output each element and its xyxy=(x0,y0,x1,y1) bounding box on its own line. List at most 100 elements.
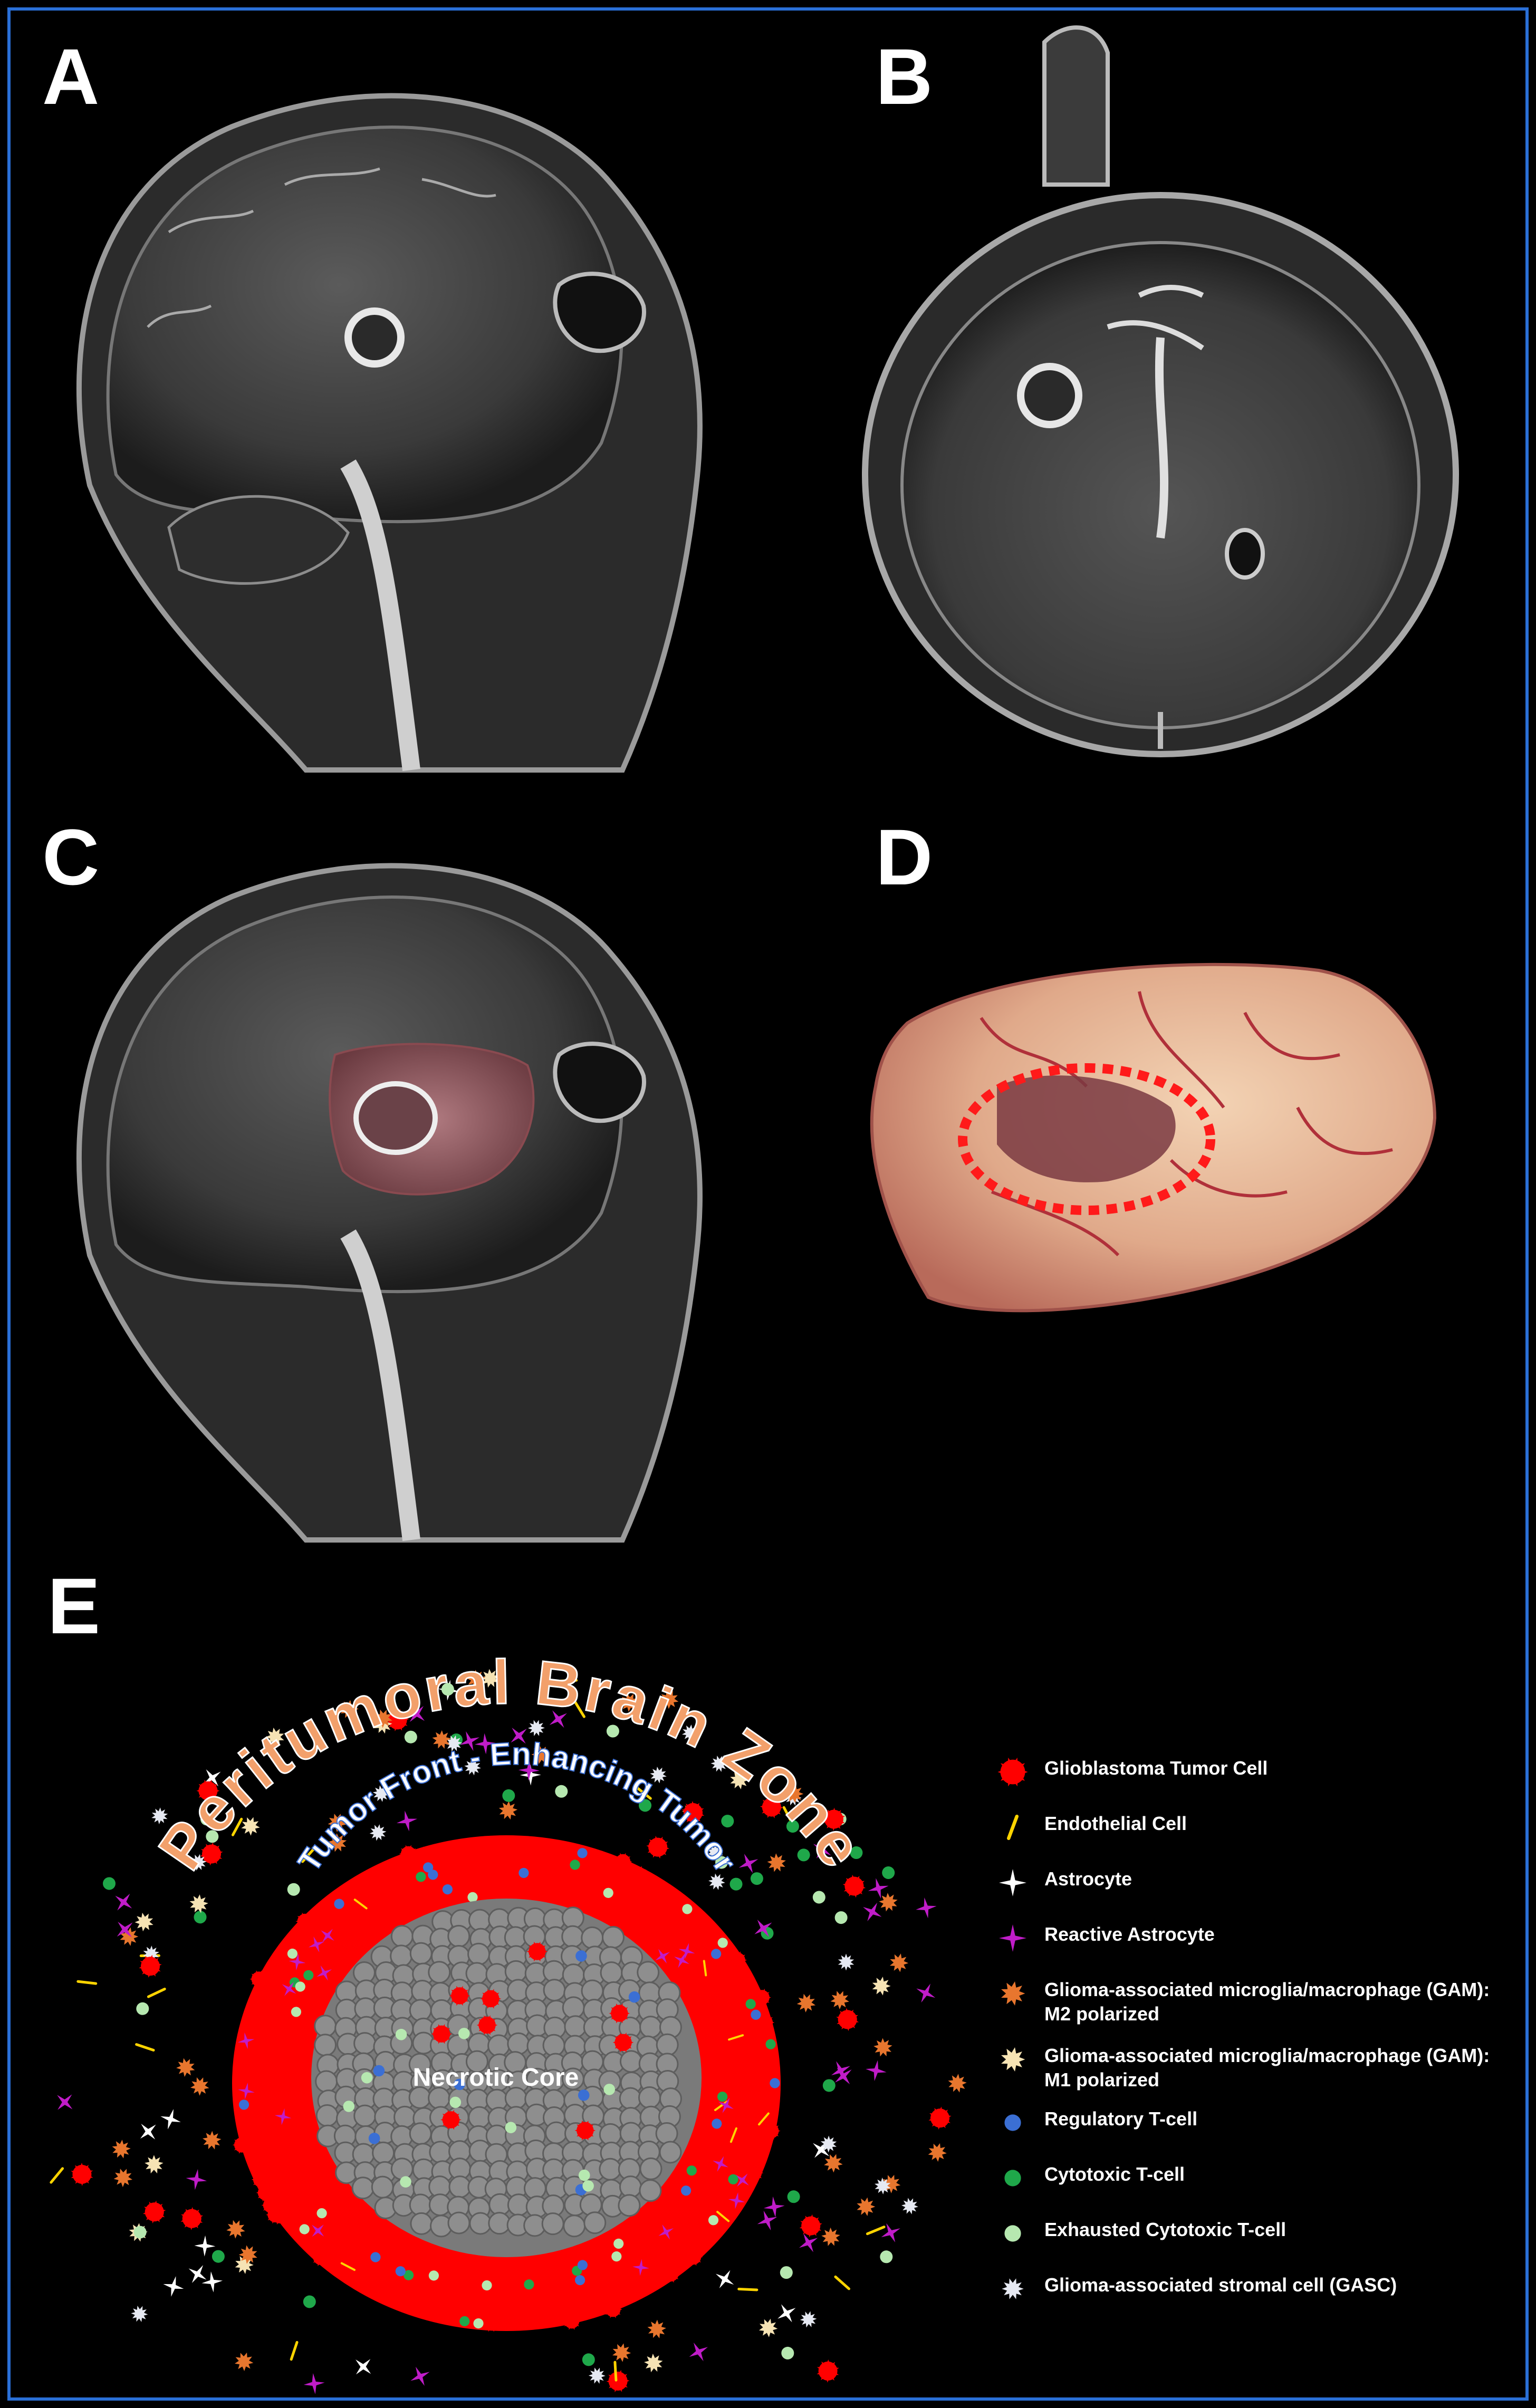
light-green-dot-cell-mark xyxy=(428,2270,439,2281)
light-green-dot-cell-mark xyxy=(505,2122,517,2133)
orange-burst-cell-mark xyxy=(226,2220,245,2239)
orange-burst-cell-mark xyxy=(873,2038,892,2057)
orange-burst-cell-mark xyxy=(113,2169,133,2188)
red-cell-cell-mark xyxy=(698,2224,717,2243)
light-green-dot-cell-mark xyxy=(482,2280,492,2291)
red-cell-cell-mark xyxy=(71,2162,93,2186)
necrotic-cell-mark xyxy=(469,2212,492,2235)
necrotic-cell-mark xyxy=(351,2176,375,2200)
red-cell-cell-mark xyxy=(842,1874,866,1898)
light-green-dot-cell-mark xyxy=(287,1948,298,1959)
yellow-dash-cell-mark xyxy=(737,2287,759,2291)
magenta-star-cell-mark xyxy=(735,2173,749,2187)
panel-a-sagittal-mri: A xyxy=(11,11,760,781)
red-cell-cell-mark xyxy=(613,1853,632,1871)
red-cell-cell-mark xyxy=(474,2294,493,2312)
magenta-star-cell-mark xyxy=(916,1983,936,2003)
necrotic-cell-mark xyxy=(447,1924,471,1948)
red-cell-cell-mark xyxy=(637,2268,656,2286)
cream-burst-cell-mark xyxy=(759,2318,778,2337)
necrotic-cell-mark xyxy=(561,1925,584,1948)
light-green-dot-cell-mark xyxy=(343,2101,355,2112)
necrotic-core-label: Necrotic Core xyxy=(413,2064,579,2092)
white-burst-cell-mark xyxy=(838,1953,855,1971)
red-cell-cell-mark xyxy=(520,2308,539,2326)
light-green-dot-cell-mark xyxy=(780,2266,793,2279)
orange-burst-cell-mark xyxy=(234,2352,254,2371)
red-cell-cell-mark xyxy=(295,1912,314,1930)
blue-dot-cell-mark xyxy=(334,1899,344,1909)
necrotic-cell-mark xyxy=(659,2141,682,2164)
cream-burst-cell-mark xyxy=(481,1669,500,1688)
magenta-star-cell-mark xyxy=(813,1841,831,1859)
red-cell-cell-mark xyxy=(391,1893,410,1911)
necrotic-cell-mark xyxy=(410,2212,433,2235)
legend-item: Exhausted Cytotoxic T-cell xyxy=(992,2212,1519,2265)
yellow-dash-cell-mark xyxy=(573,1700,585,1718)
necrotic-cell-mark xyxy=(390,1924,414,1948)
white-star-cell-mark xyxy=(520,1764,541,1786)
light-green-dot-cell-mark xyxy=(582,2180,594,2192)
panel-e-tumor-schematic: E Peritumoral Brain Zone Tumor Front - E… xyxy=(11,1550,1524,2394)
magenta-star-cell-mark xyxy=(282,1982,296,1996)
light-green-dot-cell-mark xyxy=(473,2318,484,2329)
orange-burst-cell-mark xyxy=(830,1991,849,2010)
red-cell-cell-mark xyxy=(694,2185,713,2203)
legend-item-label: Endothelial Cell xyxy=(1044,1813,1187,1834)
blue-dot-cell-mark xyxy=(373,2065,385,2077)
necrotic-cell-mark xyxy=(618,2194,641,2217)
red-cell-cell-mark xyxy=(745,2042,764,2060)
blue-dot-cell-mark xyxy=(712,2118,722,2129)
yellow-dash-cell-mark xyxy=(231,1817,243,1836)
magenta-star-cell-mark xyxy=(518,1759,540,1781)
necrotic-cell-mark xyxy=(468,2106,491,2129)
red-cell-cell-mark xyxy=(752,1988,771,2007)
necrotic-cell-mark xyxy=(619,2087,642,2110)
yellow-dash-cell-mark xyxy=(729,2127,737,2143)
yellow-dash-cell-mark xyxy=(290,2340,299,2361)
yellow-dash-cell-mark xyxy=(147,1987,166,1998)
legend-item-label: Glioma-associated stromal cell (GASC) xyxy=(1044,2274,1397,2296)
red-cell-cell-mark xyxy=(356,2239,375,2257)
magenta-star-cell-mark xyxy=(754,1920,772,1938)
light-green-dot-cell-mark xyxy=(400,2176,411,2188)
red-cell-cell-mark xyxy=(294,2123,313,2142)
red-cell-cell-mark xyxy=(471,2259,490,2277)
blue-dot-cell-mark xyxy=(395,2266,406,2277)
green-dot-cell-mark xyxy=(721,1815,734,1828)
white-burst-cell-mark xyxy=(372,1785,390,1802)
magenta-star-cell-mark xyxy=(303,2373,325,2394)
red-cell-cell-mark xyxy=(590,1851,609,1869)
necrotic-cell-mark xyxy=(409,1942,433,1965)
blue-dot-cell-mark xyxy=(574,2275,585,2286)
orange-burst-cell-mark xyxy=(659,1690,679,1709)
light-green-dot-cell-mark xyxy=(613,2238,624,2249)
necrotic-cell-mark xyxy=(619,2122,642,2145)
green-dot-cell-mark xyxy=(882,1866,895,1879)
magenta-star-cell-mark xyxy=(757,2210,777,2231)
necrotic-cell-mark xyxy=(504,1926,527,1949)
necrotic-cell-mark xyxy=(638,2086,661,2109)
red-cell-cell-mark xyxy=(327,2229,345,2248)
light-green-dot-icon xyxy=(1004,2225,1021,2242)
white-burst-cell-mark xyxy=(588,2367,606,2384)
white-burst-cell-mark xyxy=(131,2305,148,2323)
red-cell-cell-mark xyxy=(531,1860,550,1878)
red-cell-cell-mark xyxy=(373,1866,392,1885)
panel-label-a: A xyxy=(42,32,100,121)
magenta-star-cell-mark xyxy=(549,1710,567,1728)
cream-burst-cell-mark xyxy=(872,1977,891,1996)
red-cell-cell-mark xyxy=(489,2297,508,2315)
legend-item: Reactive Astrocyte xyxy=(992,1917,1519,1970)
peritumoral-cell-scatter xyxy=(50,1669,967,2394)
figure-frame: A B xyxy=(7,7,1529,2401)
magenta-star-cell-mark xyxy=(186,2169,207,2190)
tumor-front-cells xyxy=(232,1835,781,2332)
orange-burst-cell-mark xyxy=(928,2143,947,2162)
green-dot-cell-mark xyxy=(822,2079,836,2092)
necrotic-cell-mark xyxy=(409,1999,432,2022)
red-cell-cell-mark xyxy=(799,2214,822,2238)
light-green-dot-cell-mark xyxy=(395,2029,407,2040)
white-burst-cell-mark xyxy=(681,1724,699,1741)
yellow-dash-cell-mark xyxy=(703,1960,707,1977)
